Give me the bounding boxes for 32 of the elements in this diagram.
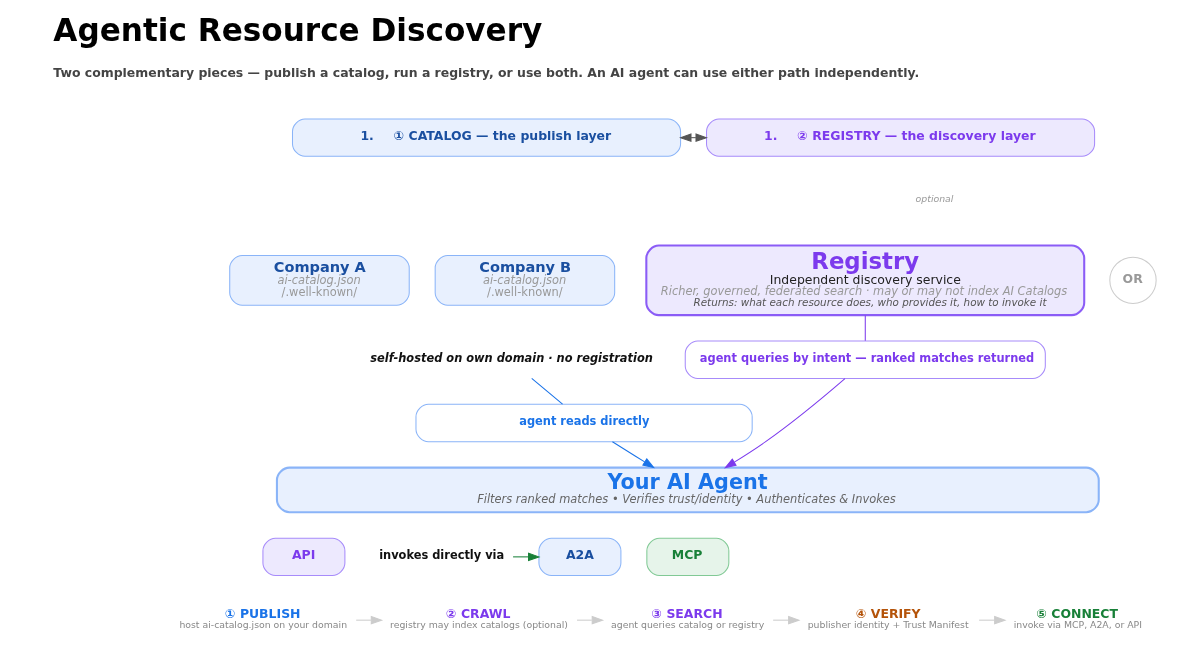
label: Two complementary pieces — publish a catalog, run a registry, or use both. An AI agent can use either path independently. [52,64,919,80]
node-box: agent queries by intent — ranked matches returned [684,340,1046,379]
node-box: 1. ① CATALOG — the publish layer [291,117,681,157]
node-box: 1. ② REGISTRY — the discovery layer [705,117,1095,157]
node-text: invokes directly via [378,547,504,562]
connector [864,314,866,341]
node-box: agent reads directly [414,403,753,442]
node-box: Registry Independent discovery service Richer, governed, federated search · may or may not index AI Catalogs Returns: what each resource does, who provides it, how to invoke it [644,244,1085,316]
node-box: A2A [537,537,621,576]
node-text: ③ SEARCH agent queries catalog or registry [610,605,764,630]
arrow [512,552,540,561]
node-circle: OR [1108,256,1157,304]
arrow [576,615,604,625]
arrow [772,615,801,625]
label: optional [915,192,953,204]
node-box: API [261,537,345,576]
node-text: ④ VERIFY publisher identity + Trust Manifest [807,605,969,630]
node-box: Company B ai-catalog.json /.well-known/ [434,254,615,306]
node-box: Your AI Agent Filters ranked matches • Verifies trust/identity • Authenticates & Invokes [275,466,1100,513]
arrow [355,615,383,625]
node-text: ① PUBLISH host ai-catalog.json on your domain [178,605,347,630]
node-text: ⑤ CONNECT invoke via MCP, A2A, or API [1013,605,1142,630]
node-text: self-hosted on own domain · no registration [369,350,653,365]
arrow [611,440,655,468]
node-box: MCP [645,537,729,576]
arrow [723,377,845,468]
connector [530,377,563,405]
diagram-title: Agentic Resource Discovery [52,11,542,48]
arrow [978,615,1007,625]
node-text: ② CRAWL registry may index catalogs (optional) [389,605,568,630]
arrow [678,132,708,142]
node-box: Company A ai-catalog.json /.well-known/ [228,254,410,306]
